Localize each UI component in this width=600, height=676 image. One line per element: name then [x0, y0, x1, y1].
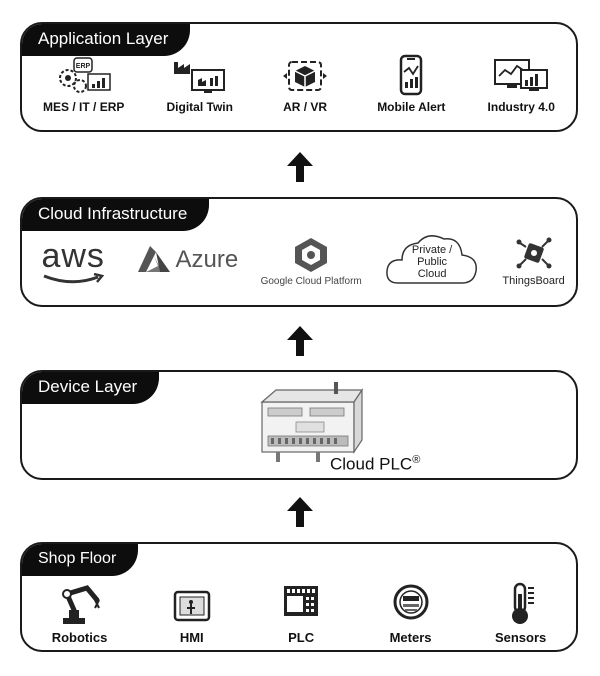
- cloud-item-gcp: Google Cloud Platform: [261, 236, 362, 287]
- cloud-label-line: Private /: [411, 244, 453, 256]
- azure-logo: [137, 246, 170, 272]
- shop-item-robotics: Robotics: [51, 582, 108, 645]
- app-item-industry: Industry 4.0: [488, 54, 555, 114]
- mobile-chart-icon: [400, 54, 423, 96]
- azure-label: Azure: [175, 246, 239, 273]
- plc-icon: [284, 586, 319, 616]
- shop-item-hmi: HMI: [167, 582, 217, 645]
- device-layer-title: Device Layer: [22, 372, 160, 404]
- thermometer-icon: [511, 582, 534, 624]
- shop-item-label: Meters: [389, 630, 432, 645]
- cloud-layer-title: Cloud Infrastructure: [22, 199, 210, 231]
- cloud-label-line: Public: [417, 256, 448, 268]
- app-item-ar-vr: AR / VR: [275, 54, 335, 114]
- aws-logo: aws: [41, 237, 105, 275]
- cloud-icon: [386, 235, 478, 284]
- erp-gears-icon: ERP: [58, 57, 111, 93]
- ar-vr-cube-icon: [283, 61, 328, 91]
- svg-text:ERP: ERP: [76, 63, 91, 70]
- application-layer-title: Application Layer: [22, 24, 191, 56]
- cloud-label: Private / Public Cloud: [384, 244, 480, 280]
- monitor-chart-icon: [494, 59, 549, 91]
- cloud-label-line: Cloud: [417, 268, 447, 280]
- gcp-logo: [295, 238, 328, 272]
- shop-item-plc: PLC: [276, 582, 326, 645]
- shop-item-label: HMI: [179, 630, 204, 645]
- app-item-digital-twin: Digital Twin: [167, 54, 233, 114]
- up-arrow-icon: [287, 152, 313, 182]
- shop-floor-layer: Shop Floor Robotics HMI: [20, 542, 578, 652]
- application-layer: Application Layer ERP MES / IT / ERP: [20, 22, 578, 132]
- aws-smile-icon: [43, 273, 105, 284]
- cloud-item-azure: Azure: [136, 233, 239, 287]
- gcp-label: Google Cloud Platform: [260, 276, 362, 287]
- cloud-plc-device-icon: [260, 382, 364, 462]
- thingsboard-logo: [516, 237, 552, 269]
- shop-item-label: Sensors: [494, 630, 547, 645]
- app-item-mobile-alert: Mobile Alert: [377, 54, 445, 114]
- app-item-label: MES / IT / ERP: [43, 100, 125, 114]
- robot-arm-icon: [61, 585, 100, 624]
- cloud-infrastructure-layer: Cloud Infrastructure aws Azure Google Cl: [20, 197, 578, 307]
- app-item-label: AR / VR: [283, 100, 328, 114]
- cloud-item-thingsboard: ThingsBoard: [502, 237, 565, 287]
- registered-mark: ®: [412, 454, 421, 466]
- shop-item-label: Robotics: [51, 630, 108, 645]
- app-item-label: Industry 4.0: [487, 100, 555, 114]
- cloud-item-private-public: Private / Public Cloud: [384, 229, 480, 287]
- shop-item-label: PLC: [288, 630, 315, 645]
- shop-item-meters: Meters: [386, 582, 436, 645]
- hmi-panel-icon: [173, 590, 210, 622]
- thingsboard-label: ThingsBoard: [502, 275, 565, 287]
- app-item-label: Mobile Alert: [377, 100, 446, 114]
- app-item-mes: ERP MES / IT / ERP: [43, 54, 124, 114]
- device-layer: Device Layer Cloud PLC®: [20, 370, 578, 480]
- meter-icon: [393, 584, 429, 620]
- up-arrow-icon: [287, 326, 313, 356]
- app-item-label: Digital Twin: [166, 100, 233, 114]
- shop-item-sensors: Sensors: [495, 582, 546, 645]
- cloud-plc-name: Cloud PLC: [330, 454, 413, 474]
- cloud-item-aws: aws: [33, 239, 113, 287]
- up-arrow-icon: [287, 497, 313, 527]
- cloud-plc-label: Cloud PLC®: [330, 454, 420, 475]
- shop-floor-title: Shop Floor: [22, 544, 139, 576]
- factory-monitor-icon: [173, 62, 225, 93]
